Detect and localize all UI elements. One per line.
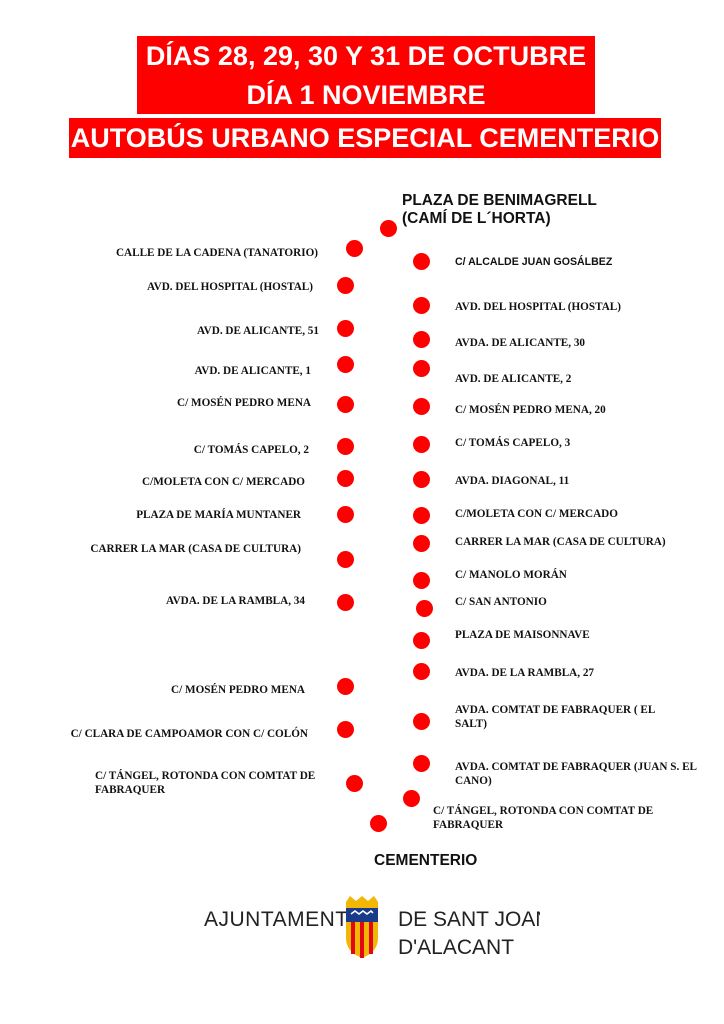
- coat-of-arms-icon: [346, 896, 378, 958]
- route-stop-dot: [337, 438, 354, 455]
- municipal-logo: AJUNTAMENT DE SANT JOAN D'ALACANT: [200, 892, 550, 962]
- route-stop-dot: [413, 535, 430, 552]
- left-stop-label: C/ TÁNGEL, ROTONDA CON COMTAT DE FABRAQU…: [95, 770, 316, 796]
- right-stop-label: AVDA. DE ALICANTE, 30: [455, 337, 586, 349]
- right-stop-label: AVDA. COMTAT DE FABRAQUER ( EL SALT): [455, 704, 655, 730]
- logo-text-right-line1: DE SANT JOAN: [398, 908, 540, 931]
- right-stop-label: C/ ALCALDE JUAN GOSÁLBEZ: [455, 256, 613, 268]
- route-stop-dot: [413, 398, 430, 415]
- route-stop-dot: [337, 277, 354, 294]
- left-stop-label: C/ CLARA DE CAMPOAMOR CON C/ COLÓN: [70, 728, 308, 740]
- route-stop-dot: [413, 253, 430, 270]
- route-stop-dot: [413, 507, 430, 524]
- right-stop-label: C/ MANOLO MORÁN: [455, 569, 567, 581]
- right-stop-label: AVDA. DIAGONAL, 11: [455, 475, 570, 487]
- route-stop-dot: [337, 470, 354, 487]
- route-stop-dot: [413, 436, 430, 453]
- route-stop-dot: [413, 471, 430, 488]
- right-stop-label: AVD. DE ALICANTE, 2: [455, 373, 572, 385]
- left-stop-label: AVD. DEL HOSPITAL (HOSTAL): [147, 281, 313, 293]
- left-stop-label: C/ TOMÁS CAPELO, 2: [193, 444, 309, 456]
- left-stop-label: C/ MOSÉN PEDRO MENA: [171, 684, 305, 696]
- logo-text-left: AJUNTAMENT: [204, 908, 349, 931]
- right-stop-label: CARRER LA MAR (CASA DE CULTURA): [455, 536, 666, 548]
- route-stop-dot: [413, 632, 430, 649]
- left-stop-label: CALLE DE LA CADENA (TANATORIO): [115, 247, 318, 259]
- route-stop-dot: [337, 678, 354, 695]
- route-stop-dot: [346, 240, 363, 257]
- route-stop-dot: [403, 790, 420, 807]
- route-stop-dot: [346, 775, 363, 792]
- right-stop-label: AVDA. COMTAT DE FABRAQUER (JUAN S. EL CA…: [455, 761, 697, 787]
- left-stop-label: AVD. DE ALICANTE, 1: [194, 365, 311, 377]
- route-stop-dot: [413, 713, 430, 730]
- route-destination: CEMENTERIO: [374, 852, 478, 869]
- left-stop-label: AVD. DE ALICANTE, 51: [197, 325, 319, 337]
- left-stop-label: C/MOLETA CON C/ MERCADO: [142, 476, 305, 488]
- left-stop-label: C/ MOSÉN PEDRO MENA: [177, 397, 311, 409]
- route-stop-dot: [413, 360, 430, 377]
- logo-graphic: AJUNTAMENT DE SANT JOAN D'ALACANT: [204, 896, 550, 959]
- route-stop-dot: [413, 572, 430, 589]
- right-stop-label: C/MOLETA CON C/ MERCADO: [455, 508, 618, 520]
- header-title: AUTOBÚS URBANO ESPECIAL CEMENTERIO: [69, 118, 661, 158]
- route-stop-dot: [413, 297, 430, 314]
- route-origin-line1: PLAZA DE BENIMAGRELL: [402, 192, 597, 209]
- route-stop-dot: [337, 320, 354, 337]
- right-stop-label: C/ SAN ANTONIO: [455, 596, 547, 608]
- right-stop-label: AVD. DEL HOSPITAL (HOSTAL): [455, 301, 621, 313]
- route-stop-dot: [337, 356, 354, 373]
- left-stop-label: PLAZA DE MARÍA MUNTANER: [136, 509, 301, 521]
- right-stop-label: AVDA. DE LA RAMBLA, 27: [455, 667, 595, 679]
- route-stop-dot: [413, 331, 430, 348]
- route-stop-dot: [370, 815, 387, 832]
- header-dates: DÍAS 28, 29, 30 Y 31 DE OCTUBRE: [137, 36, 595, 76]
- left-stop-label: CARRER LA MAR (CASA DE CULTURA): [90, 543, 301, 555]
- route-stop-dot: [380, 220, 397, 237]
- route-origin-line2: (CAMÍ DE L´HORTA): [402, 210, 551, 227]
- right-stop-label: C/ TÁNGEL, ROTONDA CON COMTAT DE FABRAQU…: [433, 805, 654, 831]
- route-origin: PLAZA DE BENIMAGRELL (CAMÍ DE L´HORTA): [402, 192, 597, 228]
- route-stop-dot: [337, 506, 354, 523]
- right-stop-label: PLAZA DE MAISONNAVE: [455, 629, 590, 641]
- route-stop-dot: [413, 755, 430, 772]
- route-stop-dot: [413, 663, 430, 680]
- header-november: DÍA 1 NOVIEMBRE: [137, 76, 595, 114]
- route-stop-dot: [337, 594, 354, 611]
- route-stop-dot: [337, 551, 354, 568]
- route-stop-dot: [337, 721, 354, 738]
- route-stop-dot: [337, 396, 354, 413]
- right-stop-label: C/ TOMÁS CAPELO, 3: [455, 437, 571, 449]
- route-stop-dot: [416, 600, 433, 617]
- logo-text-right-line2: D'ALACANT: [398, 936, 514, 959]
- left-stop-label: AVDA. DE LA RAMBLA, 34: [165, 595, 305, 607]
- right-stop-label: C/ MOSÉN PEDRO MENA, 20: [455, 404, 606, 416]
